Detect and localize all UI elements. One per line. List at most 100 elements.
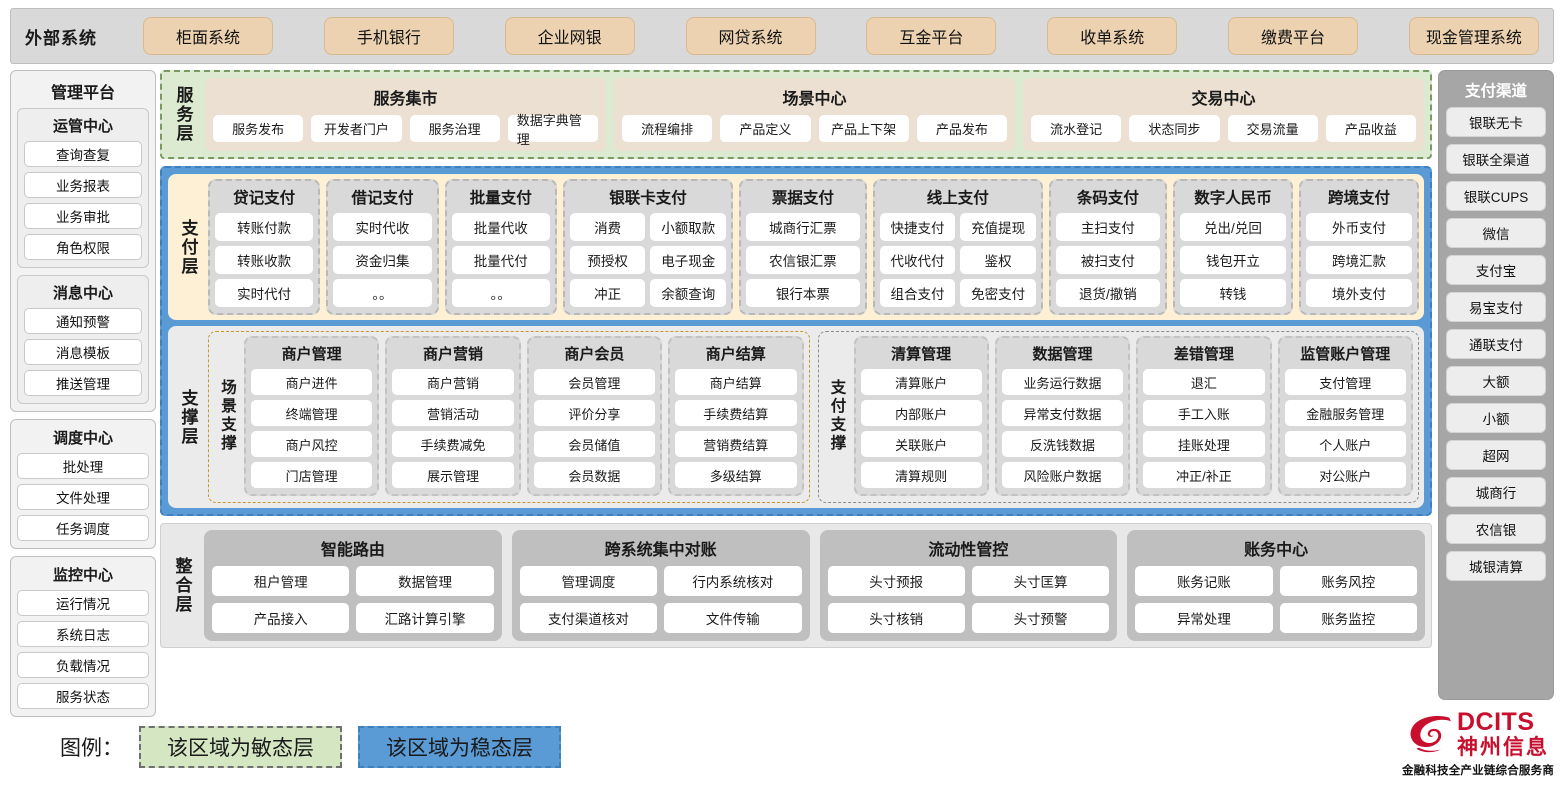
payment-item[interactable]: 钱包开立: [1180, 246, 1286, 274]
management-item[interactable]: 查询查复: [24, 141, 142, 167]
payment-item[interactable]: 冲正: [570, 279, 646, 307]
service-item[interactable]: 产品收益: [1326, 115, 1416, 142]
support-item[interactable]: 手工入账: [1143, 400, 1264, 426]
support-item[interactable]: 营销费结算: [675, 431, 796, 457]
service-item[interactable]: 流水登记: [1031, 115, 1121, 142]
support-item[interactable]: 商户结算: [675, 369, 796, 395]
support-item[interactable]: 会员数据: [534, 462, 655, 488]
external-system-chip[interactable]: 互金平台: [866, 17, 996, 55]
payment-item[interactable]: 批量代收: [452, 213, 550, 241]
management-item[interactable]: 推送管理: [24, 370, 142, 396]
support-item[interactable]: 清算规则: [861, 462, 982, 488]
support-item[interactable]: 会员储值: [534, 431, 655, 457]
integration-item[interactable]: 账务记账: [1135, 566, 1272, 596]
integration-item[interactable]: 头寸匡算: [972, 566, 1109, 596]
payment-item[interactable]: 退货/撤销: [1056, 279, 1160, 307]
management-item[interactable]: 负载情况: [17, 652, 149, 678]
payment-channel-item[interactable]: 银联全渠道: [1446, 144, 1546, 174]
support-item[interactable]: 展示管理: [392, 462, 513, 488]
payment-item[interactable]: 城商行汇票: [746, 213, 860, 241]
payment-channel-item[interactable]: 超网: [1446, 440, 1546, 470]
management-item[interactable]: 任务调度: [17, 515, 149, 541]
payment-item[interactable]: 组合支付: [880, 279, 956, 307]
integration-item[interactable]: 数据管理: [356, 566, 493, 596]
management-item[interactable]: 批处理: [17, 453, 149, 479]
payment-item[interactable]: 小额取款: [650, 213, 726, 241]
service-item[interactable]: 状态同步: [1129, 115, 1219, 142]
management-item[interactable]: 消息模板: [24, 339, 142, 365]
management-item[interactable]: 服务状态: [17, 683, 149, 709]
external-system-chip[interactable]: 手机银行: [324, 17, 454, 55]
integration-item[interactable]: 租户管理: [212, 566, 349, 596]
support-item[interactable]: 挂账处理: [1143, 431, 1264, 457]
payment-item[interactable]: 。。: [333, 279, 431, 307]
payment-channel-item[interactable]: 大额: [1446, 366, 1546, 396]
service-item[interactable]: 交易流量: [1228, 115, 1318, 142]
payment-item[interactable]: 转账收款: [215, 246, 313, 274]
support-item[interactable]: 风险账户数据: [1002, 462, 1123, 488]
management-item[interactable]: 角色权限: [24, 234, 142, 260]
support-item[interactable]: 手续费减免: [392, 431, 513, 457]
support-item[interactable]: 商户进件: [251, 369, 372, 395]
payment-channel-item[interactable]: 城银清算: [1446, 551, 1546, 581]
payment-channel-item[interactable]: 银联CUPS: [1446, 181, 1546, 211]
payment-channel-item[interactable]: 银联无卡: [1446, 107, 1546, 137]
support-item[interactable]: 终端管理: [251, 400, 372, 426]
payment-item[interactable]: 余额查询: [650, 279, 726, 307]
integration-item[interactable]: 支付渠道核对: [520, 603, 657, 633]
service-item[interactable]: 产品发布: [917, 115, 1007, 142]
payment-channel-item[interactable]: 农信银: [1446, 514, 1546, 544]
service-item[interactable]: 开发者门户: [311, 115, 401, 142]
integration-item[interactable]: 行内系统核对: [664, 566, 801, 596]
payment-channel-item[interactable]: 小额: [1446, 403, 1546, 433]
support-item[interactable]: 业务运行数据: [1002, 369, 1123, 395]
payment-item[interactable]: 转钱: [1180, 279, 1286, 307]
integration-item[interactable]: 头寸预警: [972, 603, 1109, 633]
payment-channel-item[interactable]: 通联支付: [1446, 329, 1546, 359]
payment-item[interactable]: 银行本票: [746, 279, 860, 307]
payment-channel-item[interactable]: 易宝支付: [1446, 292, 1546, 322]
support-item[interactable]: 内部账户: [861, 400, 982, 426]
payment-item[interactable]: 境外支付: [1306, 279, 1412, 307]
support-item[interactable]: 反洗钱数据: [1002, 431, 1123, 457]
external-system-chip[interactable]: 网贷系统: [686, 17, 816, 55]
service-item[interactable]: 服务治理: [410, 115, 500, 142]
payment-item[interactable]: 电子现金: [650, 246, 726, 274]
management-item[interactable]: 业务审批: [24, 203, 142, 229]
integration-item[interactable]: 汇路计算引擎: [356, 603, 493, 633]
external-system-chip[interactable]: 收单系统: [1047, 17, 1177, 55]
service-item[interactable]: 产品上下架: [819, 115, 909, 142]
payment-item[interactable]: 消费: [570, 213, 646, 241]
integration-item[interactable]: 账务监控: [1280, 603, 1417, 633]
support-item[interactable]: 异常支付数据: [1002, 400, 1123, 426]
external-system-chip[interactable]: 柜面系统: [143, 17, 273, 55]
payment-channel-item[interactable]: 微信: [1446, 218, 1546, 248]
payment-item[interactable]: 农信银汇票: [746, 246, 860, 274]
support-item[interactable]: 个人账户: [1285, 431, 1406, 457]
payment-item[interactable]: 预授权: [570, 246, 646, 274]
payment-channel-item[interactable]: 城商行: [1446, 477, 1546, 507]
integration-item[interactable]: 文件传输: [664, 603, 801, 633]
external-system-chip[interactable]: 缴费平台: [1228, 17, 1358, 55]
service-item[interactable]: 服务发布: [213, 115, 303, 142]
support-item[interactable]: 商户风控: [251, 431, 372, 457]
support-item[interactable]: 退汇: [1143, 369, 1264, 395]
management-item[interactable]: 业务报表: [24, 172, 142, 198]
support-item[interactable]: 金融服务管理: [1285, 400, 1406, 426]
payment-item[interactable]: 实时代付: [215, 279, 313, 307]
service-item[interactable]: 流程编排: [622, 115, 712, 142]
support-item[interactable]: 对公账户: [1285, 462, 1406, 488]
support-item[interactable]: 评价分享: [534, 400, 655, 426]
support-item[interactable]: 多级结算: [675, 462, 796, 488]
management-item[interactable]: 系统日志: [17, 621, 149, 647]
service-item[interactable]: 数据字典管理: [508, 115, 598, 142]
payment-item[interactable]: 资金归集: [333, 246, 431, 274]
payment-item[interactable]: 免密支付: [960, 279, 1036, 307]
payment-item[interactable]: 实时代收: [333, 213, 431, 241]
support-item[interactable]: 手续费结算: [675, 400, 796, 426]
support-item[interactable]: 营销活动: [392, 400, 513, 426]
integration-item[interactable]: 头寸核销: [828, 603, 965, 633]
integration-item[interactable]: 产品接入: [212, 603, 349, 633]
payment-item[interactable]: 鉴权: [960, 246, 1036, 274]
integration-item[interactable]: 管理调度: [520, 566, 657, 596]
